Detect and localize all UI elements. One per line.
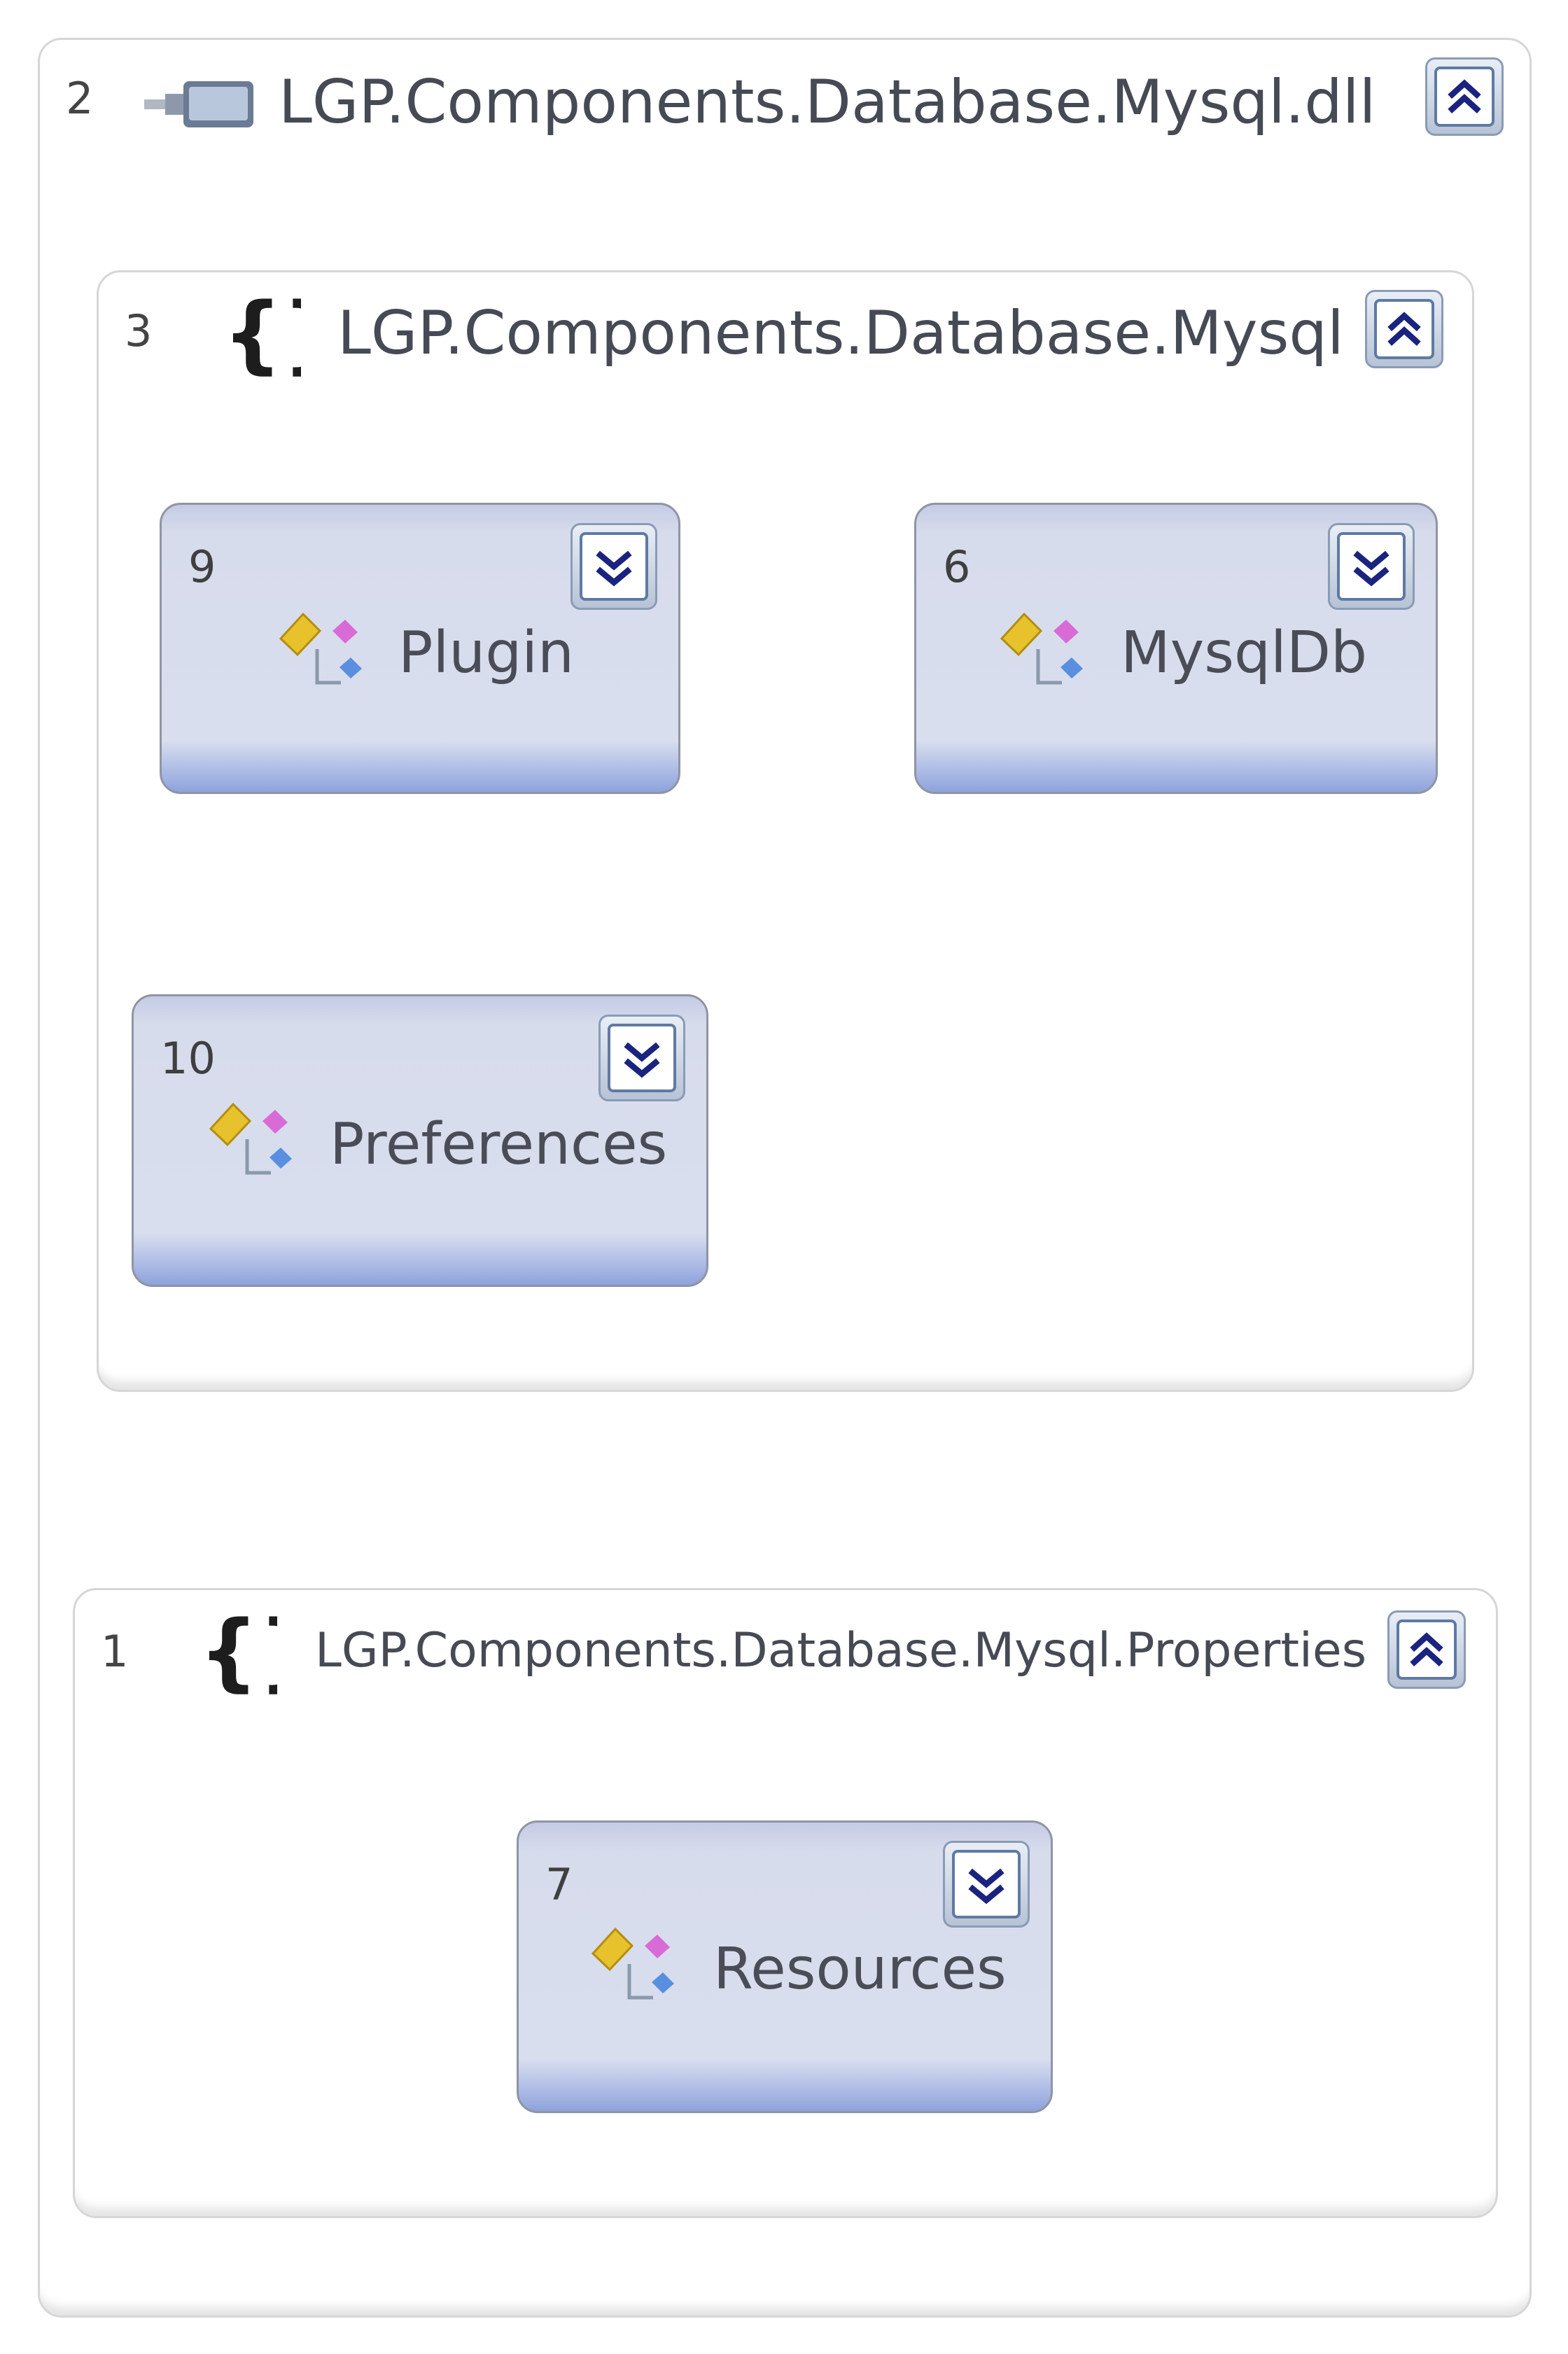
- group-title: LGP.Components.Database.Mysql: [337, 298, 1344, 368]
- node-label: Resources: [713, 1936, 1007, 2003]
- expand-button[interactable]: [570, 523, 657, 610]
- collapse-button[interactable]: [1425, 57, 1504, 136]
- group-title: LGP.Components.Database.Mysql.Properties: [315, 1623, 1367, 1678]
- double-chevron-down-icon: [968, 1868, 1004, 1904]
- expand-button[interactable]: [598, 1015, 685, 1101]
- group-id: 3: [125, 305, 153, 356]
- node-id: 10: [160, 1033, 216, 1084]
- class-node-mysqldb[interactable]: 6 MysqlDb: [914, 503, 1438, 794]
- double-chevron-down-icon: [624, 1042, 660, 1078]
- double-chevron-down-icon: [596, 550, 632, 587]
- node-label: Preferences: [330, 1111, 668, 1178]
- expand-button[interactable]: [943, 1841, 1030, 1928]
- double-chevron-up-icon: [1410, 1632, 1443, 1666]
- class-node-plugin[interactable]: 9 Plugin: [160, 503, 680, 794]
- double-chevron-up-icon: [1448, 79, 1481, 113]
- svg-text:{}: {}: [223, 287, 301, 378]
- collapse-button[interactable]: [1365, 290, 1443, 368]
- svg-text:{}: {}: [199, 1605, 277, 1696]
- class-icon: [279, 612, 362, 685]
- expand-button[interactable]: [1328, 523, 1415, 610]
- node-label: MysqlDb: [1121, 620, 1368, 686]
- double-chevron-down-icon: [1353, 550, 1390, 587]
- group-title: LGP.Components.Database.Mysql.dll: [279, 67, 1376, 137]
- node-id: 9: [188, 541, 216, 592]
- node-label: Plugin: [398, 620, 575, 686]
- node-id: 6: [943, 541, 971, 592]
- double-chevron-up-icon: [1387, 312, 1421, 346]
- group-id: 1: [101, 1626, 129, 1677]
- class-icon: [209, 1102, 292, 1175]
- assembly-icon: [144, 81, 253, 127]
- node-id: 7: [545, 1859, 573, 1910]
- class-node-resources[interactable]: 7 Resources: [517, 1820, 1053, 2113]
- namespace-icon: {}: [199, 1605, 277, 1696]
- collapse-button[interactable]: [1387, 1610, 1466, 1689]
- class-icon: [1000, 612, 1083, 685]
- class-icon: [591, 1927, 674, 2000]
- group-id: 2: [66, 73, 94, 124]
- class-node-preferences[interactable]: 10 Preferences: [132, 994, 708, 1287]
- namespace-icon: {}: [223, 287, 301, 378]
